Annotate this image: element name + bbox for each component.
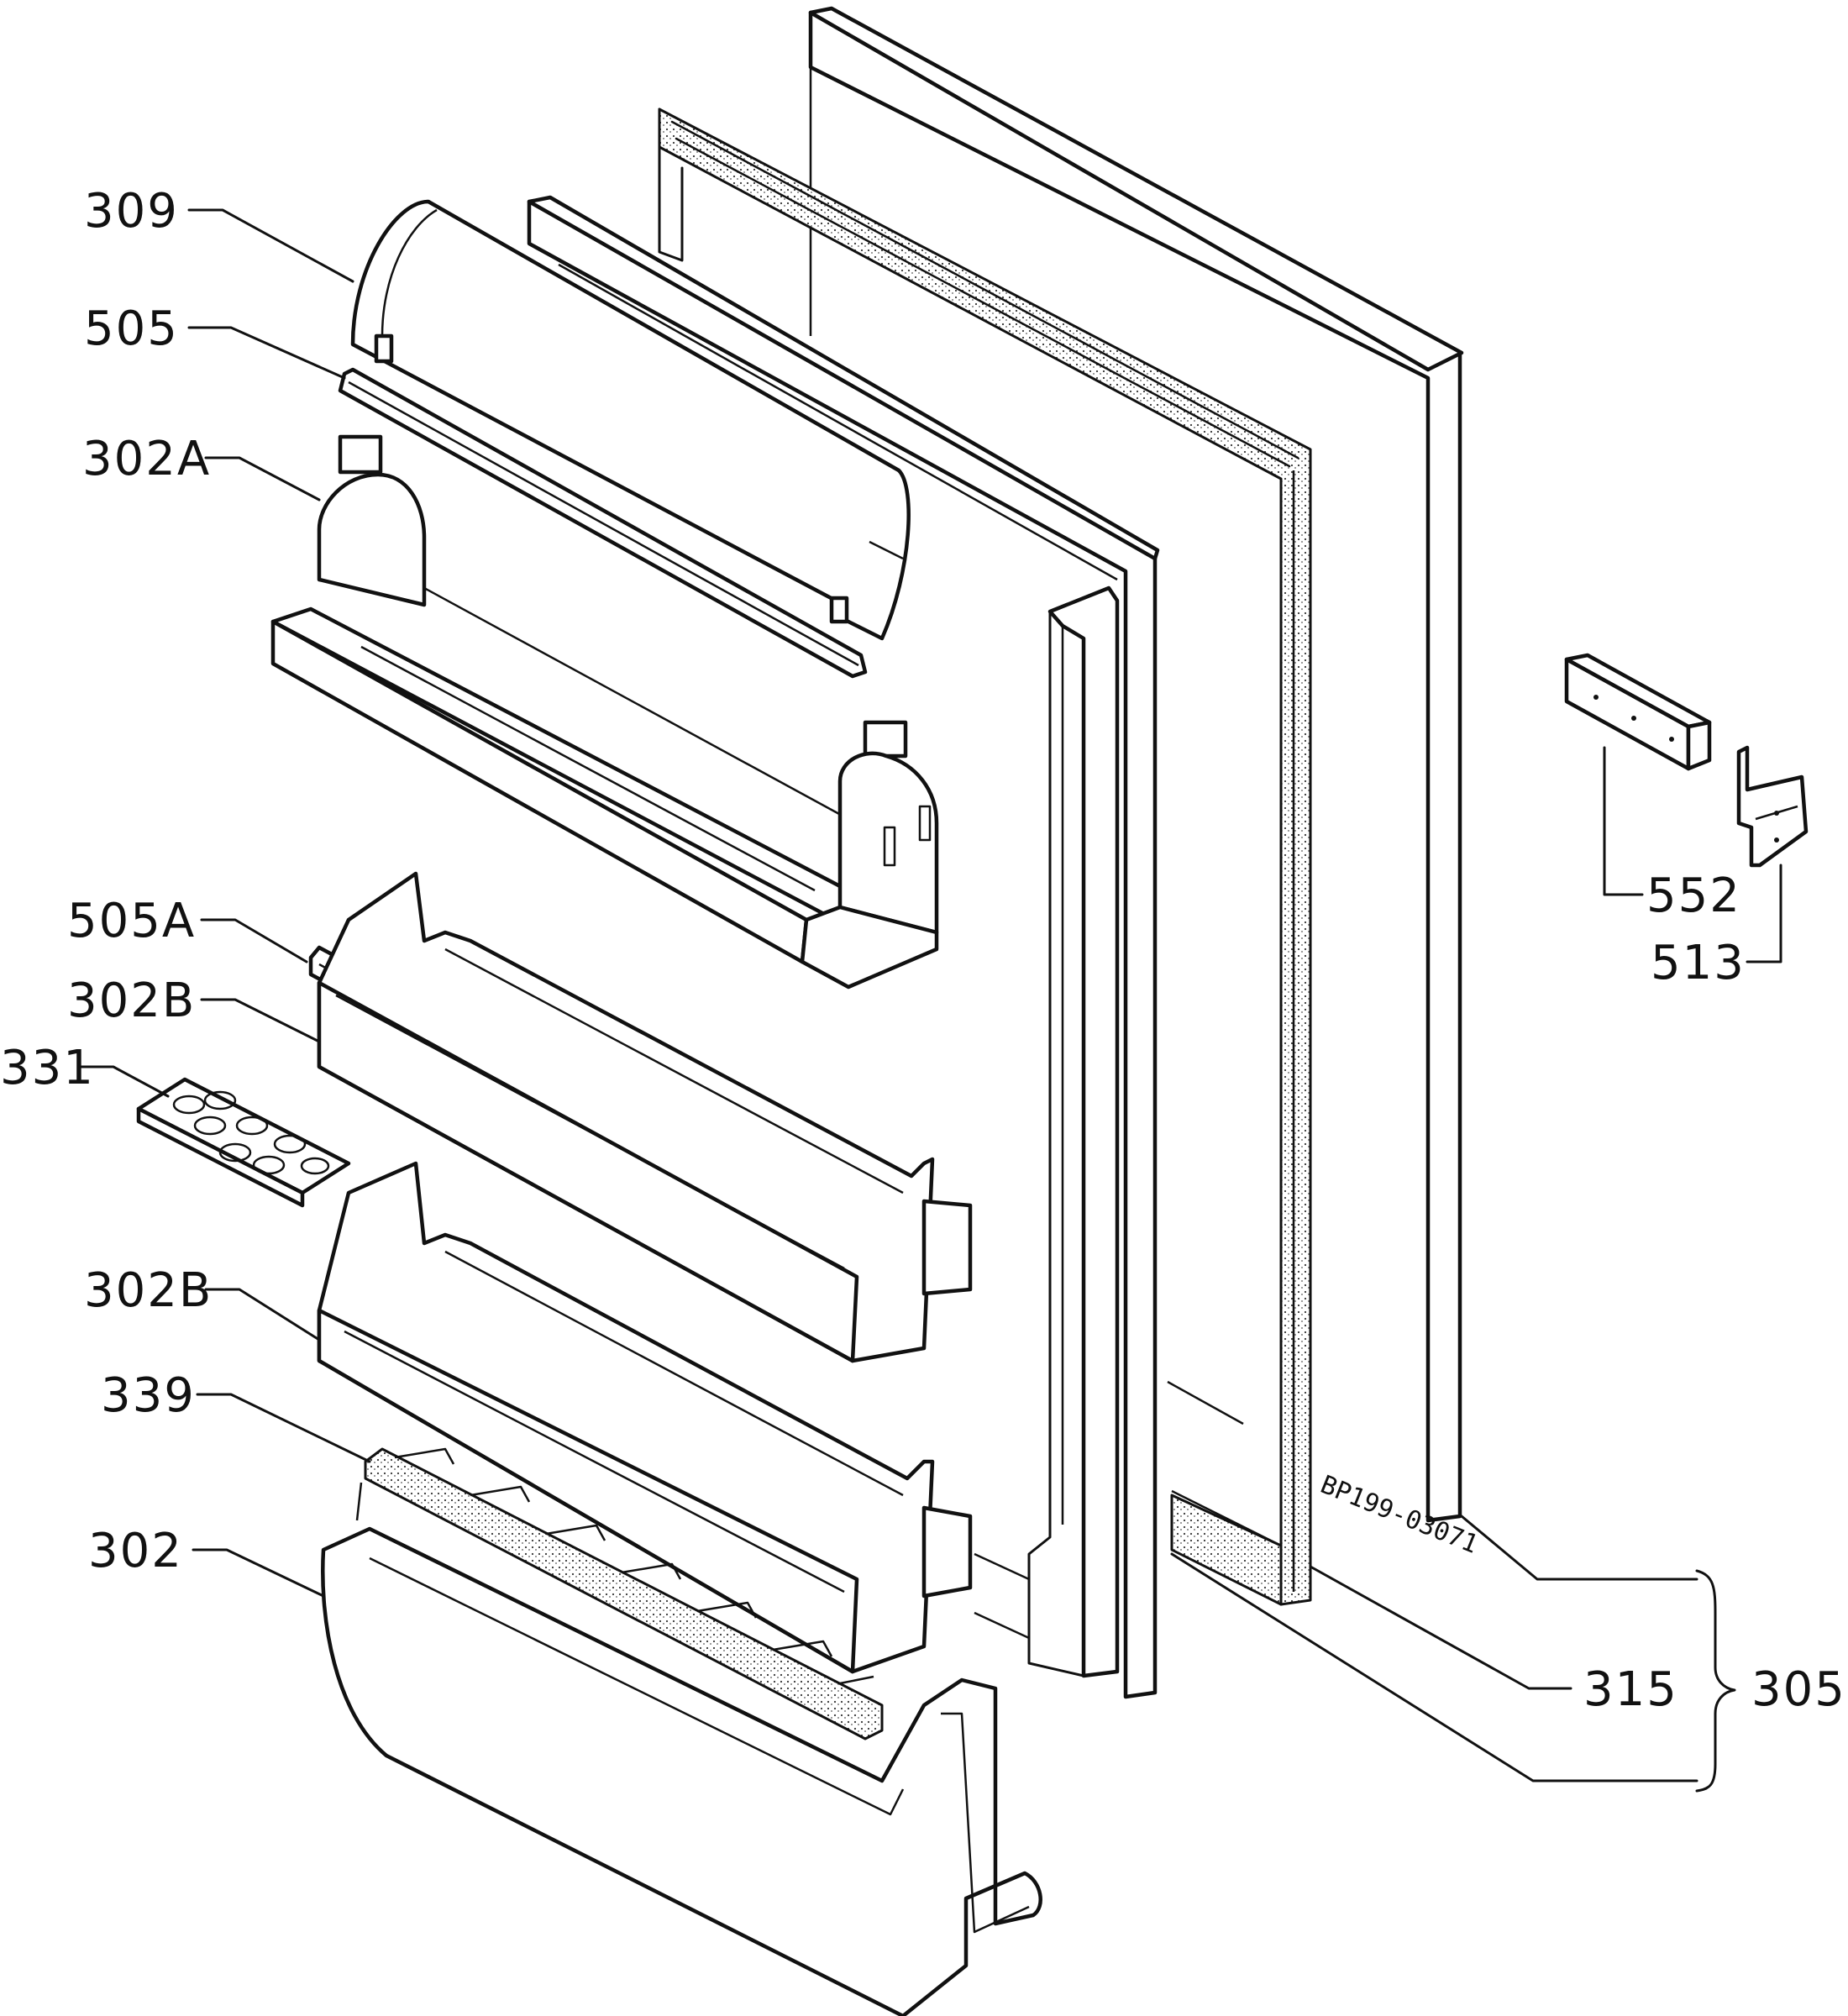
- label-505a: 505A: [67, 894, 196, 948]
- part-labels: 309 505 302A 505A 302B 331 302B 339 302 …: [0, 184, 1846, 1717]
- egg-tray: [136, 1077, 351, 1208]
- hinge-bracket: [1736, 745, 1809, 868]
- label-302b-upper: 302B: [67, 974, 196, 1028]
- label-302: 302: [88, 1524, 183, 1578]
- label-315: 315: [1583, 1662, 1678, 1717]
- label-309: 309: [84, 184, 179, 239]
- door-gasket: [658, 108, 1312, 1606]
- label-302a: 302A: [82, 432, 211, 486]
- dairy-compartment-flap: [350, 199, 911, 641]
- outer-door-panel: [808, 6, 1464, 1523]
- inner-door-liner: [527, 195, 1282, 1699]
- label-552: 552: [1646, 869, 1741, 923]
- label-331: 331: [0, 1041, 95, 1095]
- middle-door-shelf: [317, 871, 973, 1363]
- lower-door-shelf: [317, 1161, 973, 1674]
- label-302b-lower: 302B: [84, 1263, 213, 1318]
- label-513: 513: [1651, 936, 1746, 990]
- bottom-door-bin: [321, 1482, 1042, 2016]
- flap-hinge-rail: [338, 367, 868, 679]
- leader-lines: [78, 208, 1782, 1793]
- label-505: 505: [84, 302, 179, 356]
- bottle-rack-insert: [364, 1447, 884, 1740]
- label-339: 339: [101, 1368, 196, 1423]
- label-305: 305: [1751, 1662, 1846, 1717]
- upper-door-shelf: [270, 434, 939, 990]
- hinge-plate: [1564, 653, 1712, 771]
